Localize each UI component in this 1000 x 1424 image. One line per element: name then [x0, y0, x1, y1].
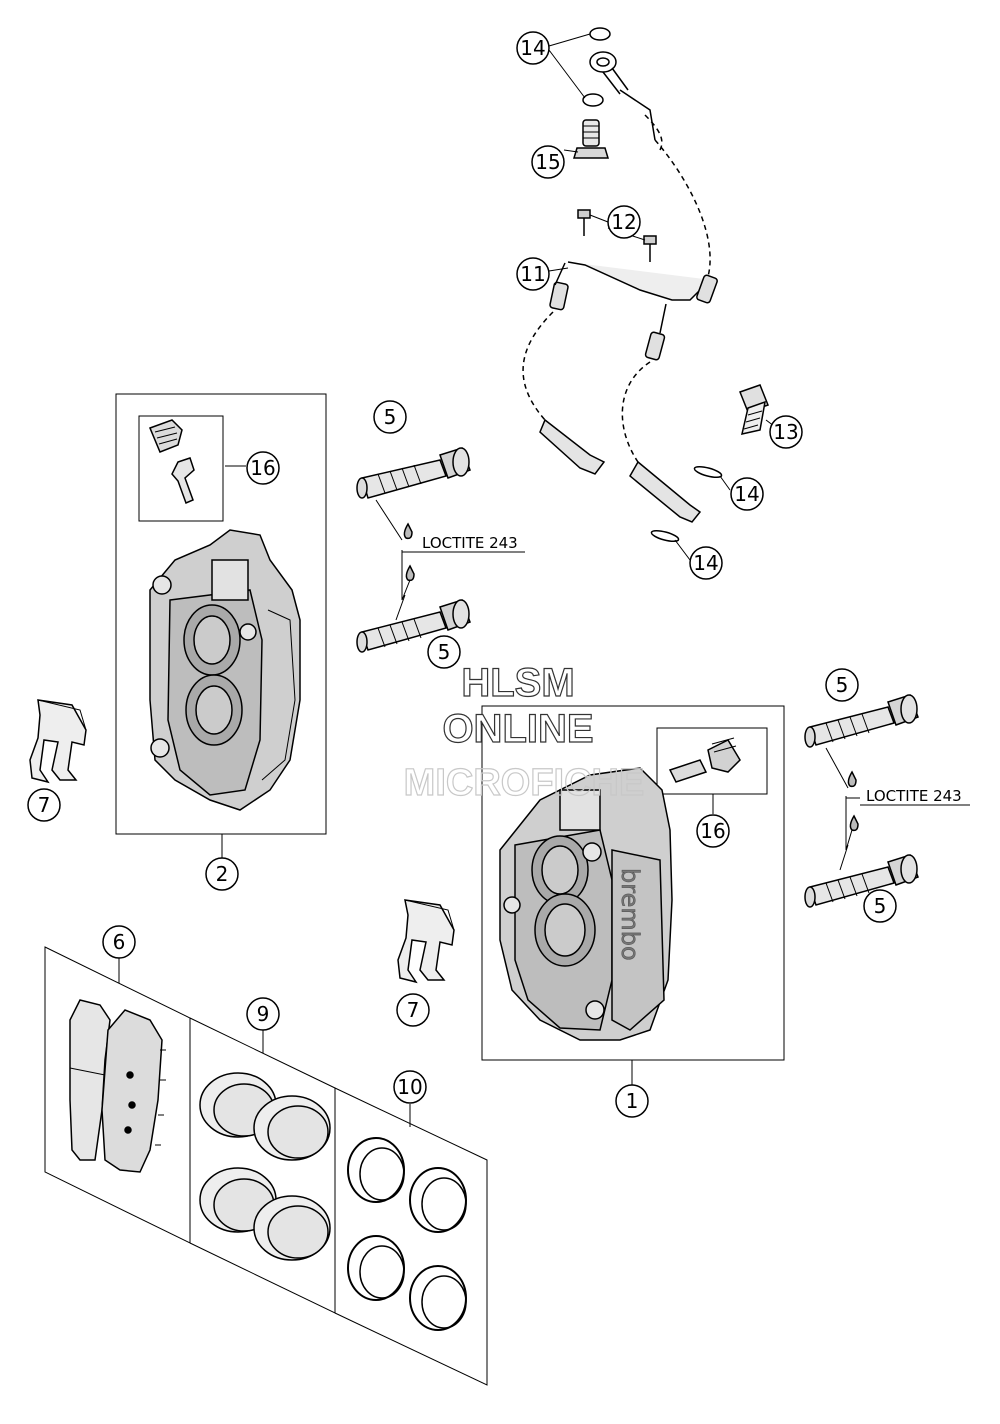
- svg-text:6: 6: [113, 930, 126, 954]
- loctite-drop-left-1: [403, 522, 413, 540]
- bleeder-screw: [739, 384, 769, 435]
- leader-lines: [225, 33, 783, 814]
- washer-bottom: [582, 93, 604, 107]
- callout-14-mid: 14: [730, 477, 764, 511]
- callouts: 14 15 12 11 5 16 13 14 14 5 7 2 5 16 5 6…: [27, 31, 897, 1118]
- svg-text:HLSM: HLSM: [461, 661, 574, 705]
- svg-text:14: 14: [520, 36, 545, 60]
- callout-13: 13: [769, 415, 803, 449]
- svg-text:16: 16: [250, 456, 275, 480]
- svg-text:10: 10: [397, 1075, 422, 1099]
- lower-hose-right: [621, 361, 651, 466]
- callout-14-low: 14: [689, 546, 723, 580]
- svg-text:9: 9: [257, 1002, 270, 1026]
- caliper-bolt-lower-right: [804, 854, 919, 908]
- svg-text:14: 14: [734, 482, 759, 506]
- svg-text:5: 5: [438, 640, 451, 664]
- svg-text:15: 15: [535, 150, 560, 174]
- callout-15: 15: [531, 145, 565, 179]
- screw-12b: [643, 235, 657, 262]
- svg-text:MICROFICHE: MICROFICHE: [404, 762, 645, 804]
- callout-11: 11: [516, 257, 550, 291]
- svg-text:7: 7: [38, 793, 51, 817]
- callout-16-left: 16: [246, 451, 280, 485]
- svg-text:5: 5: [874, 894, 887, 918]
- hose-splitter: [549, 261, 718, 361]
- loctite-drop-right-1: [847, 770, 857, 788]
- callout-12: 12: [607, 205, 641, 239]
- loctite-drop-right-2: [849, 814, 859, 832]
- svg-text:16: 16: [700, 819, 725, 843]
- callout-14-top: 14: [516, 31, 550, 65]
- loctite-note-right: LOCTITE 243: [866, 787, 962, 805]
- caliper-bolt-upper-left: [356, 447, 471, 499]
- caliper-left-body: [149, 529, 301, 811]
- loctite-note-left: LOCTITE 243: [422, 534, 518, 552]
- pad-spring-right: [397, 899, 455, 984]
- upper-hose-dashed: [654, 139, 711, 281]
- watermark: HLSM ONLINE MICROFICHE: [403, 660, 645, 804]
- callout-2: 2: [205, 857, 239, 891]
- washer-top: [589, 27, 611, 41]
- pistons: [199, 1072, 331, 1261]
- svg-text:7: 7: [407, 998, 420, 1022]
- svg-text:11: 11: [520, 262, 545, 286]
- callout-10: 10: [393, 1070, 427, 1104]
- svg-text:5: 5: [384, 405, 397, 429]
- callout-1: 1: [615, 1084, 649, 1118]
- caliper-bolt-lower-left: [356, 599, 471, 653]
- pad-spring-left: [29, 699, 87, 784]
- loctite-drop-left-2: [405, 564, 415, 582]
- piston-seals: [347, 1137, 467, 1331]
- caliper-brand-text: brembo: [616, 868, 644, 961]
- svg-text:ONLINE: ONLINE: [442, 707, 593, 751]
- brake-pads: [69, 999, 166, 1173]
- callout-5-bottom-left: 5: [427, 635, 461, 669]
- caliper-left-box: [115, 393, 327, 858]
- callout-6: 6: [102, 925, 136, 959]
- svg-text:14: 14: [693, 551, 718, 575]
- callout-5-top-right: 5: [825, 668, 859, 702]
- caliper-right-body: [499, 767, 673, 1041]
- caliper-right-box: [481, 705, 785, 1086]
- svg-text:5: 5: [836, 673, 849, 697]
- caliper-bolt-upper-right: [804, 694, 919, 748]
- oring-14b: [693, 465, 723, 479]
- callout-5-bottom-right: 5: [863, 889, 897, 923]
- brake-line-assembly: [522, 27, 769, 543]
- screw-12a: [577, 209, 591, 236]
- svg-text:2: 2: [216, 862, 229, 886]
- svg-text:12: 12: [611, 210, 636, 234]
- svg-text:13: 13: [773, 420, 798, 444]
- callout-9: 9: [246, 997, 280, 1031]
- svg-text:1: 1: [626, 1089, 639, 1113]
- callout-7-left: 7: [27, 788, 61, 822]
- oring-14c: [650, 529, 680, 543]
- banjo-bolt: [572, 119, 610, 159]
- kit-panel: [44, 946, 488, 1386]
- callout-7-right: 7: [396, 993, 430, 1027]
- callout-5-top-left: 5: [373, 400, 407, 434]
- callout-16-right: 16: [696, 814, 730, 848]
